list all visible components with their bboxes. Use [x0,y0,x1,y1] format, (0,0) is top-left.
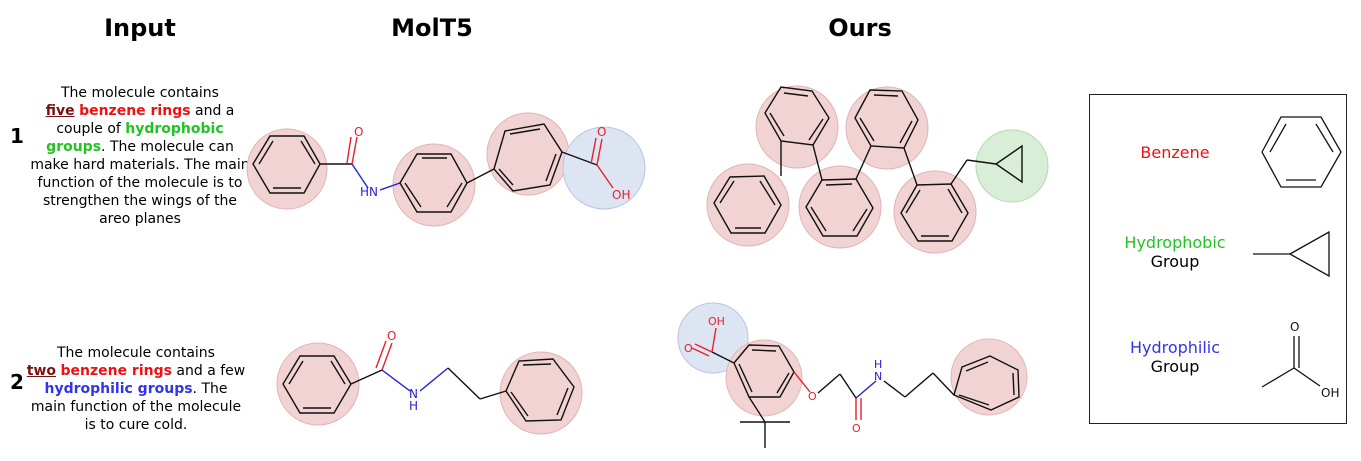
molt5-molecule-2 [276,340,583,435]
molt5-2-atom-h: H [409,399,418,413]
row-number-2: 2 [10,370,24,394]
molt5-1-benzene-highlight-a [246,128,328,210]
input-text-1: The molecule contains five benzene rings… [30,84,250,228]
molt5-1-atom-hn: HN [360,185,378,199]
ours-2-atom-o3: O [852,422,861,435]
input-text-2-group: hydrophilic groups [44,381,193,397]
ours-2-atom-oh: OH [708,315,725,328]
ours-2-atom-o1: O [684,342,693,355]
legend-hydrophilic-line1: Hydrophilic [1129,338,1221,357]
input-text-1-ring: benzene rings [79,103,191,119]
input-text-2-ring: benzene rings [60,363,172,379]
legend-benzene-label: Benzene [1140,143,1210,162]
molt5-1-benzene-highlight-b [392,143,476,227]
ours-2-benzene-highlight-a [725,339,803,417]
legend-hydrophilic-icon [1261,336,1321,388]
legend-hydrophilic-label: Hydrophilic Group [1100,338,1250,376]
legend-hydrophobic-line1: Hydrophobic [1124,233,1226,252]
input-text-1-group: hydrophobic groups [46,121,224,155]
input-text-2-part4: . The main function of the molecule is t… [30,381,242,433]
ours-2-atom-n: N [874,370,882,383]
molt5-1-benzene-highlight-c [486,112,570,196]
legend-hydrophobic-label: Hydrophobic Group [1100,233,1250,271]
molt5-2-ring-b [505,358,575,422]
input-text-2-count: two [26,363,57,379]
input-text-1-count: five [45,103,75,119]
legend-hydrophobic-line2: Group [1150,252,1200,271]
legend-hydrophilic-line2: Group [1150,357,1200,376]
ours-2-atom-o2: O [808,390,817,403]
legend-benzene-icon [1261,116,1342,188]
legend-hydrophilic-atom-oh: OH [1321,386,1339,400]
ours-2-hydrophilic-highlight [677,302,749,374]
header-input: Input [104,14,176,42]
ours-1-benzene-highlight-b [845,86,929,170]
input-text-2-part3: and a few [171,363,246,379]
ours-1-cyclopropyl [994,144,1023,184]
ours-molecule-1 [706,85,1049,254]
legend-box [1089,94,1347,424]
ours-1-hydrophobic-highlight [975,129,1049,203]
molt5-2-atom-o: O [387,329,396,343]
molt5-2-atom-n: N [409,387,418,401]
legend-hydrophilic-atom-o: O [1290,320,1299,334]
molt5-molecule-1 [246,112,646,227]
ours-2-benzene-highlight-b [950,338,1028,416]
ours-2-ring-b [953,355,1020,411]
molt5-1-hydrophilic-highlight [562,126,646,210]
ours-2-atom-h: H [874,358,882,371]
ours-molecule-2 [677,302,1028,448]
ours-1-ring-c [713,175,782,234]
molt5-1-atom-o1: O [354,125,363,139]
input-text-1-part3: and a couple of [56,103,235,137]
molt5-1-atom-oh: OH [612,188,630,202]
input-text-2: The molecule contains two benzene rings … [26,344,246,434]
molt5-1-atom-o2: O [597,125,606,139]
row-number-1: 1 [10,124,24,148]
ours-1-benzene-highlight-a [755,85,839,169]
input-text-1-part4: . The molecule can make hard materials. … [30,139,250,227]
input-text-2-part1: The molecule contains [57,345,215,361]
input-text-1-part1: The molecule contains [61,85,219,101]
legend-hydrophobic-icon [1253,230,1330,278]
header-molt5: MolT5 [391,14,473,42]
header-ours: Ours [828,14,892,42]
